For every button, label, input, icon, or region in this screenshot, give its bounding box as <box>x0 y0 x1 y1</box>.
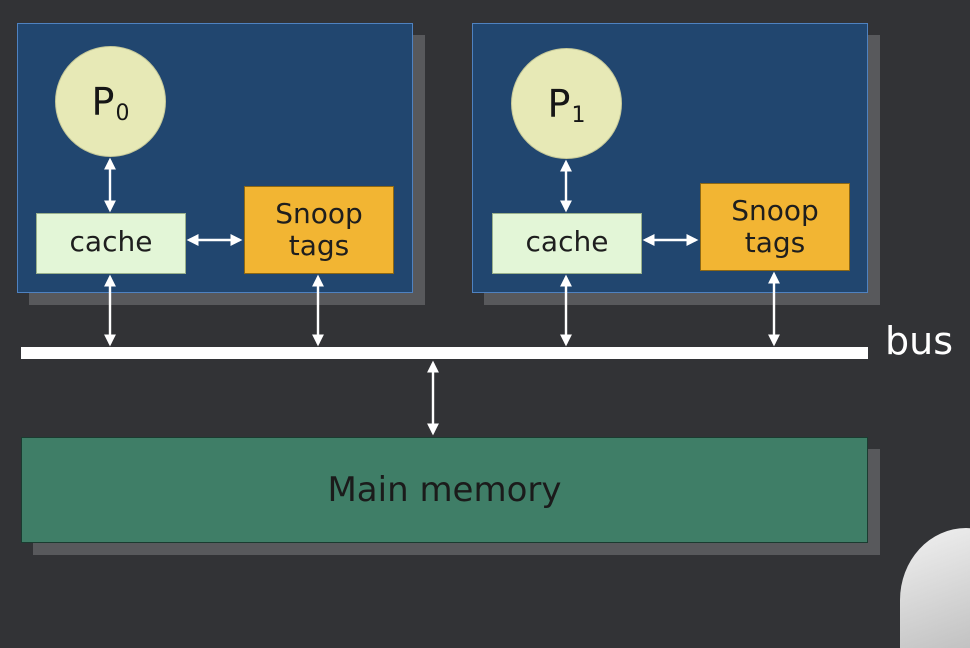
bus-line <box>21 347 868 359</box>
cache-1: cache <box>492 213 642 274</box>
processor-0-subscript: 0 <box>115 100 130 126</box>
cache-0-label: cache <box>69 225 153 258</box>
main-memory-label: Main memory <box>327 470 562 510</box>
snoop-tags-1-line2: tags <box>744 226 806 259</box>
snoop-tags-0-line2: tags <box>288 229 350 262</box>
processor-1-subscript: 1 <box>571 102 586 128</box>
snoop-tags-1: Snoop tags <box>700 183 850 271</box>
connection-arrows <box>104 157 780 436</box>
bus-label: bus <box>885 319 954 363</box>
processor-1-label: P <box>547 81 571 126</box>
snoop-tags-0-line1: Snoop <box>275 197 363 230</box>
snoop-tags-1-line1: Snoop <box>731 194 819 227</box>
snoop-tags-0: Snoop tags <box>244 186 394 274</box>
cache-1-label: cache <box>525 225 609 258</box>
main-memory: Main memory <box>21 437 868 543</box>
processor-0-label: P <box>91 79 115 124</box>
cache-0: cache <box>36 213 186 274</box>
